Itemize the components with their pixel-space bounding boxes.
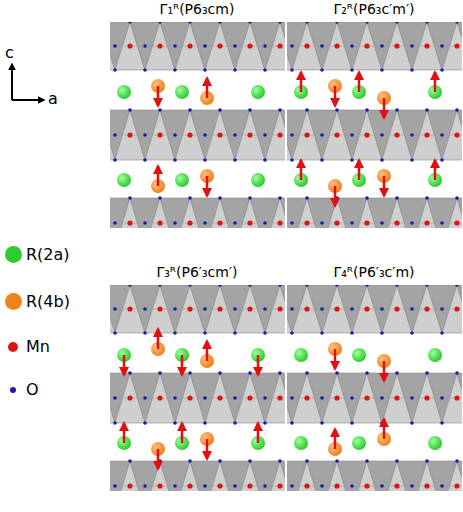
r2a-atom bbox=[428, 348, 442, 362]
polyhedra-layer bbox=[110, 285, 285, 335]
moment-arrow bbox=[123, 355, 126, 375]
legend-entry: R(2a) bbox=[4, 245, 70, 264]
legend-swatch bbox=[8, 342, 18, 352]
polyhedra-layer bbox=[110, 459, 285, 491]
axes bbox=[12, 64, 44, 100]
polyhedra-layer bbox=[110, 196, 285, 228]
moment-arrow bbox=[257, 423, 260, 443]
moment-arrow bbox=[206, 176, 209, 196]
structure-panel bbox=[287, 22, 462, 228]
moment-arrow bbox=[157, 329, 160, 349]
r2a-atom bbox=[294, 436, 308, 450]
legend-label: R(4b) bbox=[26, 292, 70, 311]
moment-arrow bbox=[383, 98, 386, 118]
axis-label: a bbox=[48, 90, 58, 108]
r2a-atom bbox=[175, 85, 189, 99]
r2a-atom bbox=[428, 436, 442, 450]
legend-swatch bbox=[5, 246, 22, 263]
panel-title: Γ₂ᴿ(P6₃c′m′) bbox=[333, 2, 414, 17]
panel-title: Γ₁ᴿ(P6₃cm) bbox=[160, 2, 235, 17]
moment-arrow bbox=[334, 429, 337, 449]
moment-arrow bbox=[334, 86, 337, 106]
moment-arrow bbox=[300, 72, 303, 92]
moment-arrow bbox=[257, 355, 260, 375]
moment-arrow bbox=[383, 419, 386, 439]
legend-label: O bbox=[26, 380, 39, 399]
legend-entry: Mn bbox=[4, 337, 50, 356]
r2a-atom bbox=[251, 85, 265, 99]
moment-arrow bbox=[334, 186, 337, 206]
r2a-atom bbox=[294, 348, 308, 362]
moment-arrow bbox=[206, 78, 209, 98]
moment-arrow bbox=[157, 86, 160, 106]
moment-arrow bbox=[206, 341, 209, 361]
legend-swatch bbox=[10, 387, 16, 393]
polyhedra-layer bbox=[287, 196, 462, 228]
polyhedra-layer bbox=[287, 22, 462, 72]
polyhedra-layer bbox=[287, 285, 462, 335]
moment-arrow bbox=[358, 160, 361, 180]
moment-arrow bbox=[157, 449, 160, 469]
moment-arrow bbox=[383, 176, 386, 196]
r2a-atom bbox=[117, 85, 131, 99]
moment-arrow bbox=[358, 72, 361, 92]
legend-label: R(2a) bbox=[26, 245, 70, 264]
polyhedra-layer bbox=[110, 371, 285, 425]
moment-arrow bbox=[334, 349, 337, 369]
polyhedra-layer bbox=[110, 108, 285, 162]
axis-label: c bbox=[5, 44, 14, 62]
structure-panel bbox=[287, 285, 462, 491]
polyhedra-layer bbox=[287, 371, 462, 425]
moment-arrow bbox=[123, 423, 126, 443]
panel-title: Γ₃ᴿ(P6′₃cm′) bbox=[156, 265, 237, 280]
r2a-atom bbox=[352, 348, 366, 362]
moment-arrow bbox=[181, 423, 184, 443]
moment-arrow bbox=[383, 361, 386, 381]
legend-entry: R(4b) bbox=[4, 292, 70, 311]
structure-panel bbox=[110, 22, 285, 228]
moment-arrow bbox=[206, 439, 209, 459]
moment-arrow bbox=[300, 160, 303, 180]
moment-arrow bbox=[434, 160, 437, 180]
polyhedra-layer bbox=[287, 108, 462, 162]
polyhedra-layer bbox=[287, 459, 462, 491]
moment-arrow bbox=[181, 355, 184, 375]
polyhedra-layer bbox=[110, 22, 285, 72]
legend-entry: O bbox=[4, 380, 39, 399]
r2a-atom bbox=[175, 173, 189, 187]
panel-title: Γ₄ᴿ(P6′₃c′m) bbox=[333, 265, 414, 280]
r2a-atom bbox=[251, 173, 265, 187]
structure-panel bbox=[110, 285, 285, 491]
r2a-atom bbox=[117, 173, 131, 187]
moment-arrow bbox=[157, 166, 160, 186]
legend-swatch bbox=[5, 293, 22, 310]
r2a-atom bbox=[352, 436, 366, 450]
legend-label: Mn bbox=[26, 337, 50, 356]
moment-arrow bbox=[434, 72, 437, 92]
